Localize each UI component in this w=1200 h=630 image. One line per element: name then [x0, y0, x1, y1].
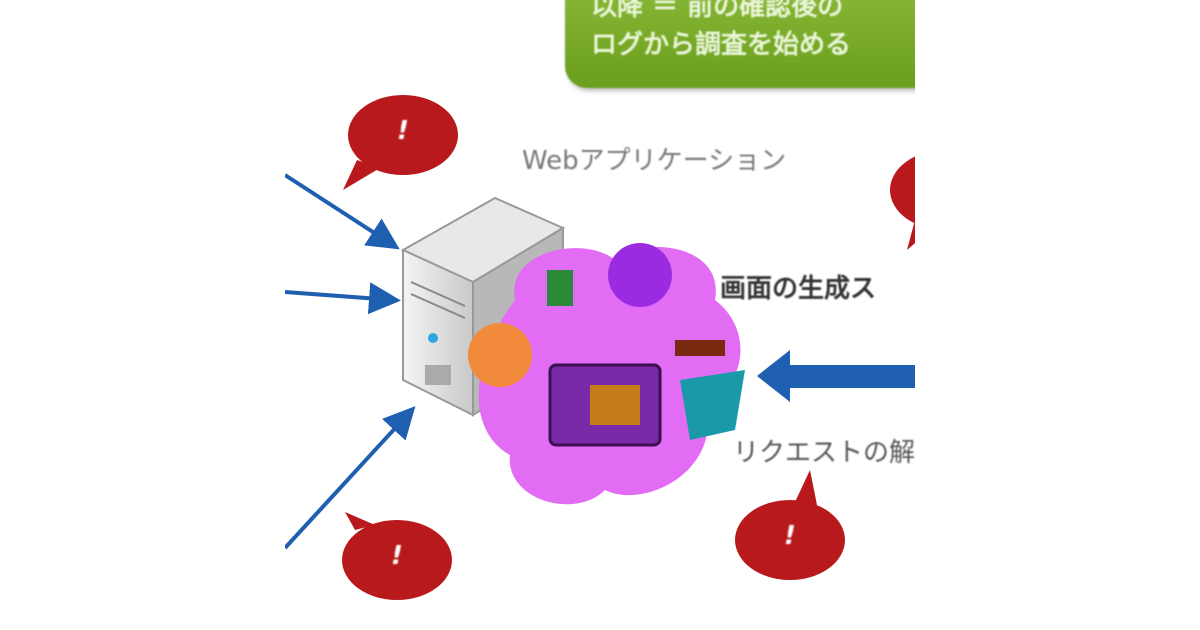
- callout-line-1: 以降 ＝ 前の確認後の: [591, 0, 844, 22]
- diagram-graphics: [285, 95, 915, 600]
- request-arrow-2: [285, 282, 401, 315]
- request-arrow-1: [285, 173, 400, 250]
- alert-bubble-1: [343, 95, 458, 190]
- alert-bubble-2: [890, 156, 915, 250]
- callout-line-2: ログから調査を始める: [591, 30, 852, 60]
- alert-icon: !: [784, 521, 796, 551]
- response-arrow: [757, 350, 915, 402]
- request-arrow-3: [285, 406, 416, 550]
- diagram: 以降 ＝ 前の確認後の ログから調査を始める Webアプリケーション 画面の生成…: [285, 0, 915, 630]
- alert-bubble-4: [735, 470, 845, 580]
- screen-generation-label: 画面の生成ス: [720, 274, 877, 304]
- request-label: リクエストの解: [733, 438, 915, 468]
- application-cloud-icon: [468, 243, 745, 505]
- web-app-label: Webアプリケーション: [522, 146, 787, 176]
- alert-bubble-3: [342, 512, 452, 600]
- callout-box: 以降 ＝ 前の確認後の ログから調査を始める: [565, 0, 915, 88]
- alert-icon: !: [397, 116, 409, 146]
- alert-icon: !: [391, 541, 403, 571]
